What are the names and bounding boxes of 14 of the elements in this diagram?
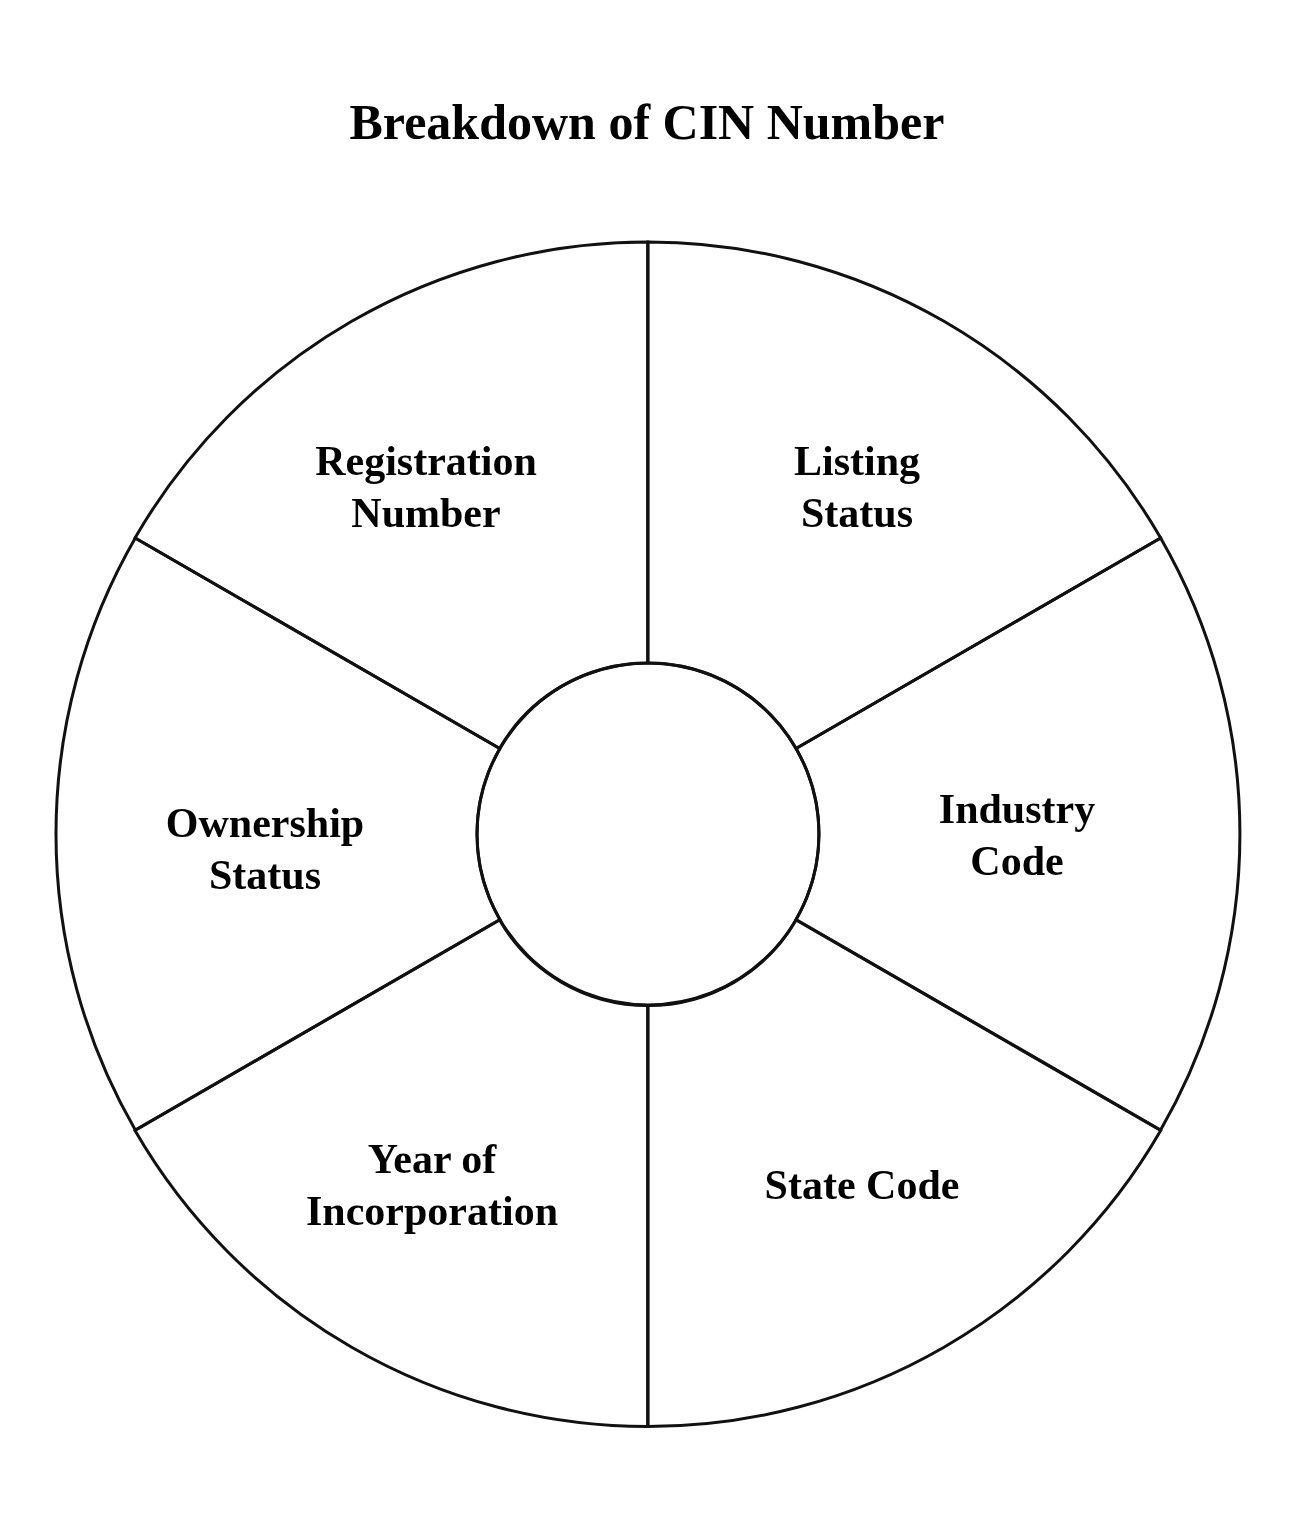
wheel-segment: [796, 538, 1240, 1130]
segment-label: Listing Status: [792, 437, 921, 538]
center-circle: [477, 663, 819, 1005]
wheel-segment: [56, 538, 500, 1130]
wheel-segment: [135, 919, 648, 1426]
segment-label: Industry Code: [937, 785, 1097, 886]
segment-label: Registration Number: [314, 437, 538, 538]
segment-label: Ownership Status: [164, 799, 366, 900]
wheel-segment: [135, 242, 648, 749]
segment-label: State Code: [764, 1161, 960, 1210]
wheel-segment: [648, 242, 1161, 749]
wheel-segment: [648, 919, 1161, 1426]
segment-label: Year of Incorporation: [305, 1135, 559, 1236]
diagram-title: Breakdown of CIN Number: [348, 93, 946, 152]
